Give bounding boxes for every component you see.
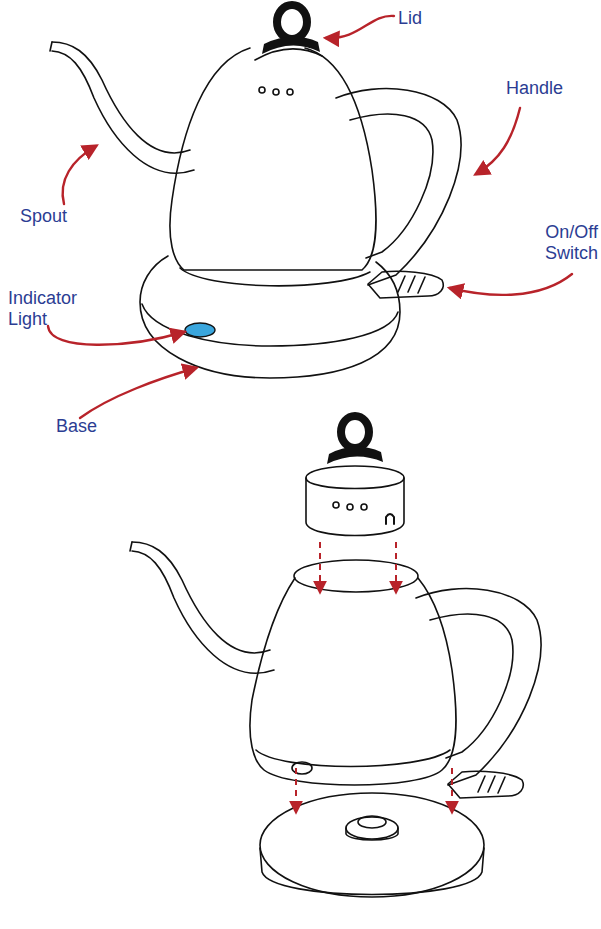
part-label: Spout [20,206,90,227]
part-label: Indicator Light [8,288,78,330]
exploded-base [260,793,484,897]
assembly-arrows [296,542,452,812]
lid-knob [341,416,369,448]
kettle-body [130,542,541,798]
part-label: On/Off Switch [536,222,598,264]
indicator-light [185,323,215,337]
lid-knob [277,5,307,39]
exploded-lid [306,466,404,536]
lid-knob [262,36,320,54]
part-label: Handle [506,78,586,99]
leader-arrows [48,16,572,418]
part-label: Base [56,416,116,437]
lid-knob [327,446,383,464]
part-label: Lid [398,8,458,29]
assembled-kettle [50,42,461,378]
